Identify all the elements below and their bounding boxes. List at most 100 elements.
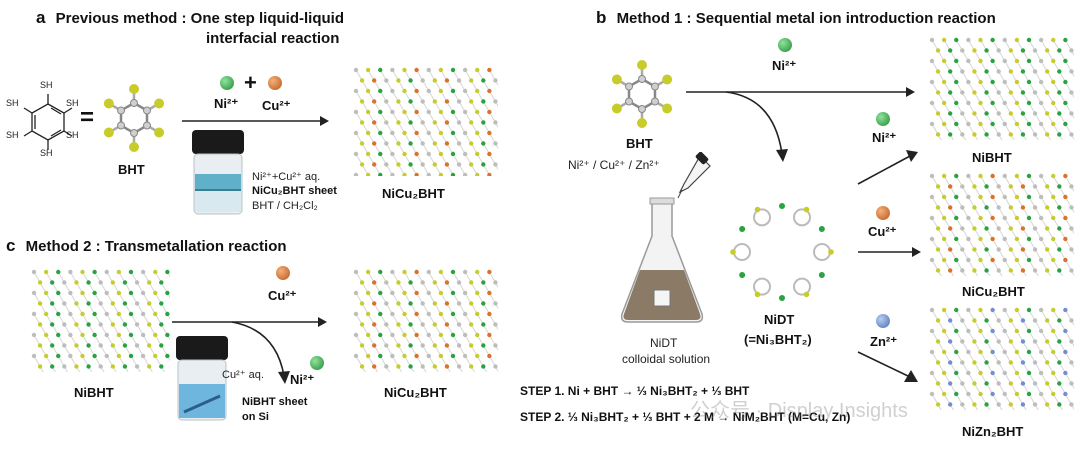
lattice-atom <box>1051 370 1056 376</box>
lattice-atom <box>110 322 116 327</box>
lattice-atom <box>438 109 444 115</box>
lattice-atom <box>396 322 401 327</box>
lattice-atom <box>468 120 474 125</box>
lattice-atom <box>438 290 444 296</box>
lattice-atom <box>960 402 965 407</box>
lattice-atom <box>378 290 383 296</box>
lattice-atom <box>420 322 425 327</box>
lattice-atom <box>475 67 480 73</box>
lattice-atom <box>153 332 158 338</box>
lattice-atom <box>408 99 413 104</box>
lattice-atom <box>396 78 401 83</box>
lattice-atom <box>941 58 947 64</box>
lattice-atom <box>1044 132 1050 137</box>
lattice-atom <box>49 322 55 327</box>
lattice-atom <box>371 280 377 285</box>
panel-c-letter: c <box>6 236 16 255</box>
lattice-atom <box>929 236 935 242</box>
lattice-atom <box>98 364 103 369</box>
sulfur-atom <box>662 103 673 114</box>
lattice-atom <box>1026 100 1032 106</box>
lattice-atom <box>396 162 401 167</box>
lattice-atom <box>43 311 49 317</box>
lattice-atom <box>159 343 164 348</box>
panel-c-title: c Method 2 : Transmetallation reaction <box>6 236 287 256</box>
lattice-atom <box>1014 328 1020 334</box>
lattice-atom <box>1026 173 1032 179</box>
lattice-atom <box>1020 111 1026 116</box>
lattice-atom <box>966 79 971 85</box>
carbon-atom <box>130 129 138 137</box>
lattice-atom <box>487 109 492 115</box>
lattice-atom <box>165 332 170 338</box>
lattice-atom <box>444 322 450 327</box>
lattice-atom <box>402 311 407 317</box>
lattice-atom <box>947 111 953 116</box>
lattice-atom <box>1051 215 1056 221</box>
vial-c-line1: Cu²⁺ aq. <box>222 369 264 381</box>
lattice-atom <box>353 290 359 296</box>
lattice-atom <box>1069 402 1074 407</box>
nidt-label: NiDT <box>764 312 795 327</box>
lattice-atom <box>1069 132 1074 137</box>
lattice-atom <box>384 280 389 285</box>
lattice-atom <box>972 90 977 95</box>
lattice-atom <box>432 99 438 104</box>
lattice-atom <box>1069 205 1074 210</box>
lattice-atom <box>1038 121 1044 127</box>
lattice-atom <box>1032 205 1038 210</box>
lattice-atom <box>86 322 91 327</box>
lattice-atom <box>1057 360 1062 365</box>
lattice-atom <box>1051 121 1056 127</box>
lattice-atom <box>414 332 419 338</box>
lattice-atom <box>1008 184 1014 189</box>
lattice-atom <box>468 301 474 306</box>
lattice-atom <box>426 88 431 94</box>
lattice-atom <box>62 280 67 285</box>
lattice-atom <box>402 67 407 73</box>
lattice-atom <box>929 194 935 200</box>
equals-sign: = <box>80 104 95 131</box>
lattice-nicu2bht-c <box>353 269 498 372</box>
lattice-atom <box>408 120 413 125</box>
lattice-atom <box>972 339 977 344</box>
lattice-atom <box>1063 370 1068 376</box>
lattice-atom <box>990 391 995 397</box>
nidt-ring-unit <box>813 243 831 261</box>
lattice-atom <box>1002 370 1007 376</box>
lattice-atom <box>353 353 359 359</box>
lattice-atom <box>426 290 431 296</box>
lattice-atom <box>978 236 983 242</box>
lattice-atom <box>456 78 462 83</box>
cu-ion-ball-a <box>268 76 282 90</box>
lattice-atom <box>31 311 37 317</box>
lattice-atom <box>960 90 965 95</box>
lattice-atom <box>972 402 977 407</box>
lattice-atom <box>493 141 498 146</box>
lattice-atom <box>978 370 983 376</box>
lattice-atom <box>947 132 953 137</box>
lattice-atom <box>972 184 977 189</box>
lattice-atom <box>122 322 128 327</box>
ni-atom <box>739 226 746 232</box>
lattice-atom <box>978 194 983 200</box>
lattice-atom <box>1008 318 1014 323</box>
lattice-atom <box>128 269 134 275</box>
lattice-atom <box>384 364 389 369</box>
lattice-atom <box>378 130 383 136</box>
ion-mix-label: Ni²⁺ / Cu²⁺ / Zn²⁺ <box>568 158 660 172</box>
lattice-atom <box>996 226 1001 231</box>
lattice-atom <box>984 318 989 323</box>
lattice-atom <box>390 130 395 136</box>
lattice-atom <box>74 343 79 348</box>
lattice-atom <box>954 100 959 106</box>
lattice-atom <box>92 269 97 275</box>
lattice-atom <box>1020 381 1026 386</box>
lattice-atom <box>384 120 389 125</box>
lattice-atom <box>468 280 474 285</box>
lattice-atom <box>456 364 462 369</box>
lattice-atom <box>954 173 959 179</box>
lattice-atom <box>31 332 37 338</box>
lattice-atom <box>1069 381 1074 386</box>
lattice-atom <box>365 67 371 73</box>
